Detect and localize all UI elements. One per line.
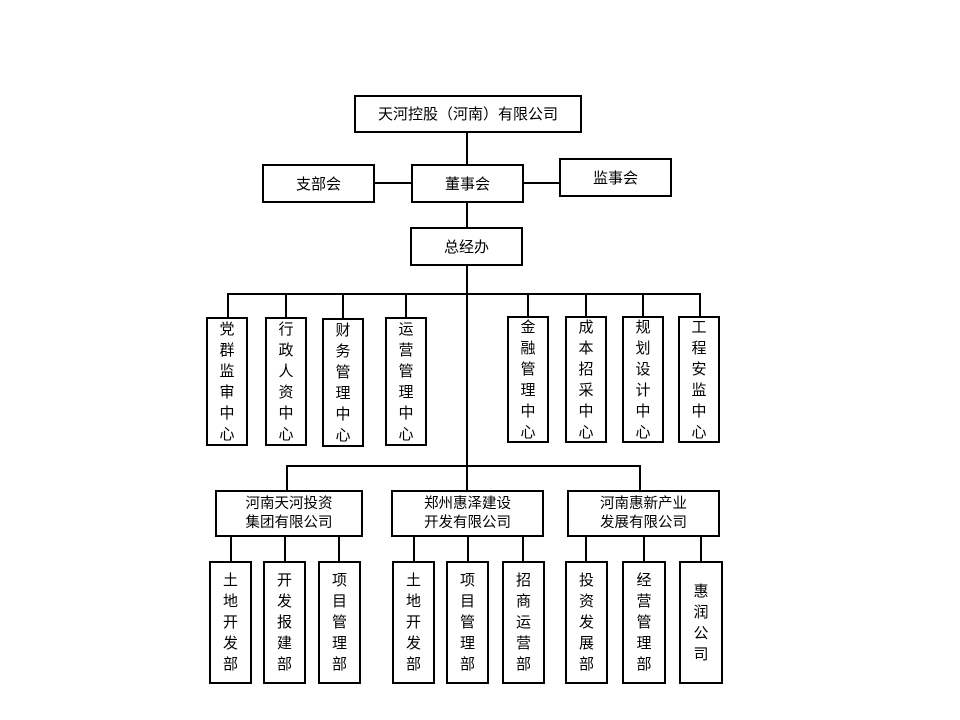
department-box: 经营管理部 <box>622 561 666 684</box>
department-label: 经营管理部 <box>636 571 652 673</box>
subsidiary-box: 郑州惠泽建设 开发有限公司 <box>391 490 544 537</box>
center-box: 工程安监中心 <box>678 316 720 443</box>
department-box: 项目管理部 <box>318 561 361 684</box>
top-company-box: 天河控股（河南）有限公司 <box>354 95 582 133</box>
department-label: 土地开发部 <box>406 571 422 673</box>
center-box: 运营管理中心 <box>385 317 427 446</box>
department-label: 开发报建部 <box>277 571 293 673</box>
department-box: 招商运营部 <box>502 561 545 684</box>
subsidiary-box: 河南天河投资 集团有限公司 <box>215 490 363 537</box>
department-box: 土地开发部 <box>209 561 252 684</box>
department-box: 土地开发部 <box>392 561 435 684</box>
department-label: 惠润公司 <box>693 581 709 663</box>
center-label: 党群监审中心 <box>219 319 235 443</box>
department-label: 土地开发部 <box>223 571 239 673</box>
center-box: 规划设计中心 <box>622 316 664 443</box>
center-box: 行政人资中心 <box>265 317 307 446</box>
center-box: 财务管理中心 <box>322 318 364 447</box>
subsidiary-box: 河南惠新产业 发展有限公司 <box>567 490 720 537</box>
center-label: 运营管理中心 <box>398 319 414 443</box>
department-label: 投资发展部 <box>579 571 595 673</box>
center-box: 党群监审中心 <box>206 317 248 446</box>
general-office-box: 总经办 <box>410 227 523 266</box>
subsidiary-name-line1: 河南天河投资 <box>245 495 333 512</box>
center-label: 财务管理中心 <box>335 320 351 444</box>
center-label: 行政人资中心 <box>278 319 294 443</box>
center-label: 成本招采中心 <box>578 317 594 441</box>
supervisory-board-label: 监事会 <box>592 168 638 187</box>
supervisory-board-box: 监事会 <box>559 158 672 197</box>
department-label: 项目管理部 <box>332 571 348 673</box>
subsidiary-name-line1: 郑州惠泽建设 <box>424 495 511 512</box>
party-branch-label: 支部会 <box>295 174 341 193</box>
general-office-label: 总经办 <box>443 237 489 256</box>
department-box: 项目管理部 <box>446 561 489 684</box>
department-box: 开发报建部 <box>263 561 306 684</box>
subsidiary-name-line2: 集团有限公司 <box>245 514 333 531</box>
center-label: 规划设计中心 <box>635 317 651 441</box>
center-box: 成本招采中心 <box>565 316 607 443</box>
board-box: 董事会 <box>411 164 524 203</box>
center-box: 金融管理中心 <box>507 316 549 443</box>
board-label: 董事会 <box>444 174 490 193</box>
party-branch-box: 支部会 <box>262 164 375 203</box>
center-label: 金融管理中心 <box>520 317 536 441</box>
department-label: 项目管理部 <box>460 571 476 673</box>
department-label: 招商运营部 <box>516 571 532 673</box>
top-company-label: 天河控股（河南）有限公司 <box>377 105 558 123</box>
subsidiary-name-line2: 开发有限公司 <box>424 514 511 531</box>
center-label: 工程安监中心 <box>691 317 707 441</box>
subsidiary-name-line2: 发展有限公司 <box>600 514 687 531</box>
department-box: 惠润公司 <box>679 561 723 684</box>
subsidiary-name-line1: 河南惠新产业 <box>600 495 687 512</box>
department-box: 投资发展部 <box>565 561 608 684</box>
